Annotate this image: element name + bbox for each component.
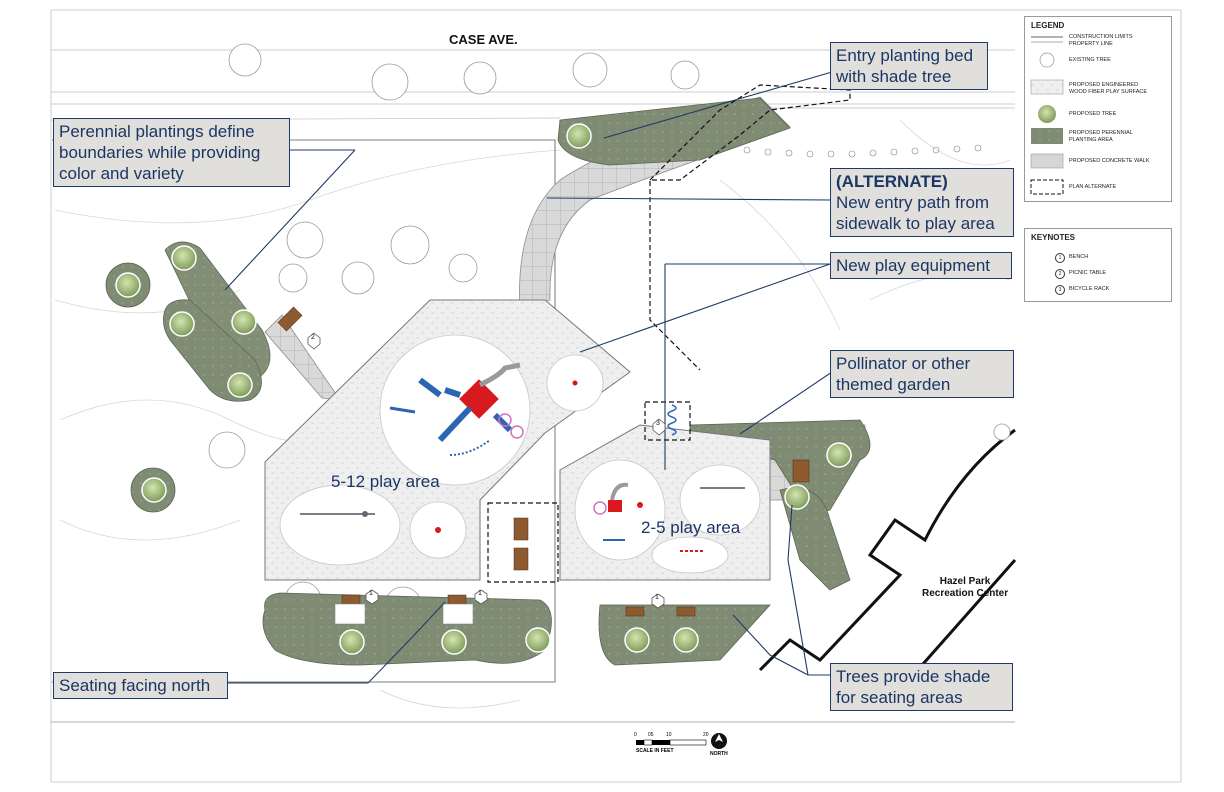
legend-item-construction-line2: PROPERTY LINE [1069, 41, 1113, 47]
legend-item-play-surface-line2: WOOD FIBER PLAY SURFACE [1069, 89, 1148, 95]
north-label: NORTH [710, 751, 728, 757]
callout-seating: Seating facing north [53, 672, 228, 699]
callout-perennial-line1: Perennial plantings define [59, 122, 255, 141]
map-keynote-hexes [307, 332, 666, 609]
callout-perennial-line2: boundaries while providing [59, 143, 261, 162]
legend-item-concrete: PROPOSED CONCRETE WALK [1069, 158, 1149, 165]
legend-item-play-surface-line1: PROPOSED ENGINEERED [1069, 82, 1139, 88]
legend-item-alternate-line1: PLAN ALTERNATE [1069, 184, 1117, 190]
keynote-bike: 3 [656, 420, 660, 427]
legend-item-existing-tree: EXISTING TREE [1069, 57, 1111, 64]
legend-item-concrete-line1: PROPOSED CONCRETE WALK [1069, 158, 1150, 164]
keynote-bench-2: 1 [478, 590, 482, 597]
building-name-line2: Recreation Center [922, 588, 1009, 599]
play-area-big-label: 5-12 play area [331, 472, 440, 491]
building-name: Hazel Park Recreation Center [922, 576, 1008, 600]
callout-trees-shade: Trees provide shade for seating areas [830, 663, 1013, 711]
play-zones [279, 334, 761, 574]
callout-perennial-line3: color and variety [59, 164, 184, 183]
callout-alternate-line3: sidewalk to play area [836, 214, 995, 233]
callout-entry-planting-line1: Entry planting bed [836, 46, 974, 65]
callout-play-equipment: New play equipment [830, 252, 1012, 279]
legend-item-proposed-tree: PROPOSED TREE [1069, 111, 1116, 118]
keynotes-title: KEYNOTES [1031, 233, 1076, 242]
play-area-small-label: 2-5 play area [641, 518, 741, 537]
keynote-label-picnic: PICNIC TABLE [1069, 270, 1107, 276]
keynote-label-bike: BICYCLE RACK [1069, 286, 1110, 292]
legend-item-proposed-tree-line1: PROPOSED TREE [1069, 111, 1117, 117]
keynotes: KEYNOTES 1 BENCH 2 PICNIC TABLE 3 BICYCL… [1024, 228, 1172, 302]
legend-item-existing-tree-line1: EXISTING TREE [1069, 57, 1111, 63]
callout-alternate-line1: (ALTERNATE) [836, 172, 948, 191]
callout-trees-shade-line1: Trees provide shade [836, 667, 991, 686]
building-name-line1: Hazel Park [939, 576, 991, 587]
legend-item-construction-line1: CONSTRUCTION LIMITS [1069, 34, 1133, 40]
callout-pollinator-line1: Pollinator or other [836, 354, 971, 373]
callout-pollinator: Pollinator or other themed garden [830, 350, 1014, 398]
scale-tick-0: 0 [634, 732, 637, 738]
keynote-bench-3: 1 [655, 594, 659, 601]
legend-item-alternate: PLAN ALTERNATE [1069, 184, 1116, 191]
north-arrow [711, 733, 727, 749]
legend-title: LEGEND [1031, 21, 1065, 30]
keynote-bench-1: 1 [369, 590, 373, 597]
legend-item-perennial: PROPOSED PERENNIAL PLANTING AREA [1069, 130, 1133, 144]
keynote-picnic: 2 [311, 334, 315, 341]
proposed-trees [115, 123, 852, 655]
keynote-icon-picnic: 2 [1055, 269, 1065, 279]
keynote-icon-bike: 3 [1055, 285, 1065, 295]
existing-trees [208, 43, 1011, 624]
scale-tick-10: 10 [666, 732, 672, 738]
legend: LEGEND CONSTRUCTION LIMITS PROPERTY LINE… [1024, 16, 1172, 202]
play-equipment [300, 362, 745, 552]
callout-entry-planting: Entry planting bed with shade tree [830, 42, 988, 90]
leader-lines [224, 71, 833, 684]
callout-seating-line1: Seating facing north [59, 676, 211, 695]
scale-label: SCALE IN FEET [636, 748, 674, 754]
scale-tick-20: 20 [703, 732, 709, 738]
callout-play-equipment-line1: New play equipment [836, 256, 991, 275]
callout-perennial: Perennial plantings define boundaries wh… [53, 118, 290, 187]
scale-bar [636, 739, 707, 746]
legend-item-play-surface: PROPOSED ENGINEERED WOOD FIBER PLAY SURF… [1069, 82, 1147, 96]
callout-alternate: (ALTERNATE) New entry path from sidewalk… [830, 168, 1014, 237]
plan-alternate [487, 84, 851, 583]
bicycle-rack [667, 404, 677, 436]
legend-swatches [1030, 36, 1064, 195]
legend-item-construction: CONSTRUCTION LIMITS PROPERTY LINE [1069, 34, 1133, 48]
site-furniture [277, 306, 810, 617]
callout-pollinator-line2: themed garden [836, 375, 951, 394]
keynote-label-bench: BENCH [1069, 254, 1089, 260]
callout-alternate-line2: New entry path from [836, 193, 990, 212]
legend-item-perennial-line1: PROPOSED PERENNIAL [1069, 130, 1133, 136]
callout-entry-planting-line2: with shade tree [836, 67, 952, 86]
street-name: CASE AVE. [449, 32, 518, 47]
scale-tick-5: 05 [648, 732, 654, 738]
keynote-icon-bench: 1 [1055, 253, 1065, 263]
legend-item-perennial-line2: PLANTING AREA [1069, 137, 1113, 143]
callout-trees-shade-line2: for seating areas [836, 688, 963, 707]
